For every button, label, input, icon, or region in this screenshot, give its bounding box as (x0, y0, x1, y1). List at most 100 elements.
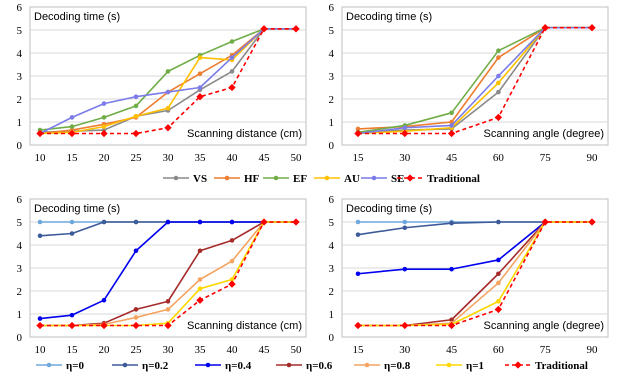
data-point (197, 55, 203, 60)
data-point (196, 296, 204, 304)
legend-marker (122, 362, 128, 368)
data-point (229, 238, 235, 243)
data-point (496, 271, 501, 277)
series-vs (355, 25, 595, 135)
series--0-6 (355, 219, 595, 328)
series--0-8 (37, 219, 299, 328)
data-point (197, 85, 203, 90)
y-tick-label: 0 (329, 140, 335, 152)
x-axis-label: Scanning angle (degree) (484, 128, 604, 140)
y-tick-label: 1 (17, 117, 23, 129)
series-line (358, 221, 592, 327)
series-line (39, 28, 296, 135)
data-point (496, 55, 501, 60)
y-tick-label: 4 (329, 48, 335, 60)
data-point (101, 297, 107, 303)
data-point (101, 101, 107, 106)
y-tick-label: 4 (329, 240, 335, 252)
x-tick-label: 30 (399, 152, 411, 164)
chart-title: Decoding time (s) (34, 11, 120, 23)
legend-label: η=0 (66, 360, 85, 372)
legend-item: η=0.6 (276, 360, 333, 372)
x-tick-label: 25 (131, 152, 143, 164)
y-tick-label: 3 (17, 263, 23, 275)
y-tick-label: 0 (329, 332, 335, 344)
data-point (229, 39, 235, 44)
data-point (402, 225, 408, 231)
chart-title: Decoding time (s) (34, 203, 120, 215)
data-point (165, 105, 171, 111)
series-hf (37, 26, 299, 136)
data-point (164, 124, 172, 132)
x-tick-label: 15 (353, 344, 365, 356)
legend-marker (273, 175, 279, 181)
y-tick-label: 5 (17, 217, 23, 229)
data-point (449, 123, 454, 128)
data-point (354, 321, 362, 330)
chart-title: Decoding time (s) (346, 203, 432, 215)
data-point (133, 307, 139, 312)
series-line (39, 28, 296, 135)
legend-item: Traditional (505, 360, 588, 372)
data-point (588, 218, 596, 226)
series--0-8 (355, 219, 595, 328)
x-axis-label: Scanning angle (degree) (484, 320, 604, 332)
data-point (69, 312, 75, 318)
data-point (229, 219, 235, 225)
data-point (36, 321, 44, 330)
x-tick-label: 60 (493, 344, 505, 356)
series-line (357, 26, 592, 130)
legend-label: Traditional (427, 173, 480, 185)
legend-label: SE (391, 173, 404, 185)
data-point (355, 126, 361, 132)
x-tick-label: 30 (163, 152, 175, 164)
data-point (496, 219, 501, 225)
y-tick-label: 5 (329, 217, 335, 229)
x-tick-label: 50 (291, 152, 303, 164)
data-point (496, 280, 501, 286)
data-point (402, 125, 408, 131)
series-hf (355, 25, 595, 132)
data-point (133, 113, 139, 119)
x-tick-label: 40 (227, 152, 239, 164)
x-tick-label: 75 (540, 152, 552, 164)
data-point (133, 94, 139, 99)
series-au (37, 26, 299, 136)
x-tick-label: 20 (99, 344, 111, 356)
y-tick-label: 3 (17, 71, 23, 83)
data-point (229, 55, 235, 60)
x-tick-label: 30 (399, 344, 411, 356)
data-point (494, 113, 503, 122)
data-point (496, 73, 501, 79)
legend-item: η=1 (436, 360, 484, 372)
data-point (197, 248, 203, 254)
data-point (355, 232, 361, 237)
y-tick-label: 1 (329, 309, 335, 321)
series-line (39, 28, 296, 134)
data-point (69, 115, 75, 120)
data-point (402, 219, 408, 225)
data-point (541, 218, 549, 226)
legend-label: Traditional (535, 360, 588, 372)
legend-item: EF (263, 173, 307, 185)
data-point (496, 80, 501, 86)
x-tick-label: 75 (540, 344, 552, 356)
y-tick-label: 0 (17, 140, 23, 152)
data-point (101, 219, 107, 225)
data-point (260, 25, 268, 33)
data-point (402, 266, 408, 272)
y-tick-label: 2 (17, 286, 23, 298)
legend-marker (224, 175, 230, 181)
legend-item: Traditional (397, 173, 480, 185)
data-point (164, 321, 172, 330)
legend-label: η=0.4 (225, 360, 252, 372)
x-tick-label: 45 (259, 344, 271, 356)
y-tick-label: 5 (17, 25, 23, 37)
legend-item: AU (314, 173, 360, 185)
data-point (69, 231, 75, 236)
y-tick-label: 5 (329, 25, 335, 37)
data-point (165, 299, 171, 304)
